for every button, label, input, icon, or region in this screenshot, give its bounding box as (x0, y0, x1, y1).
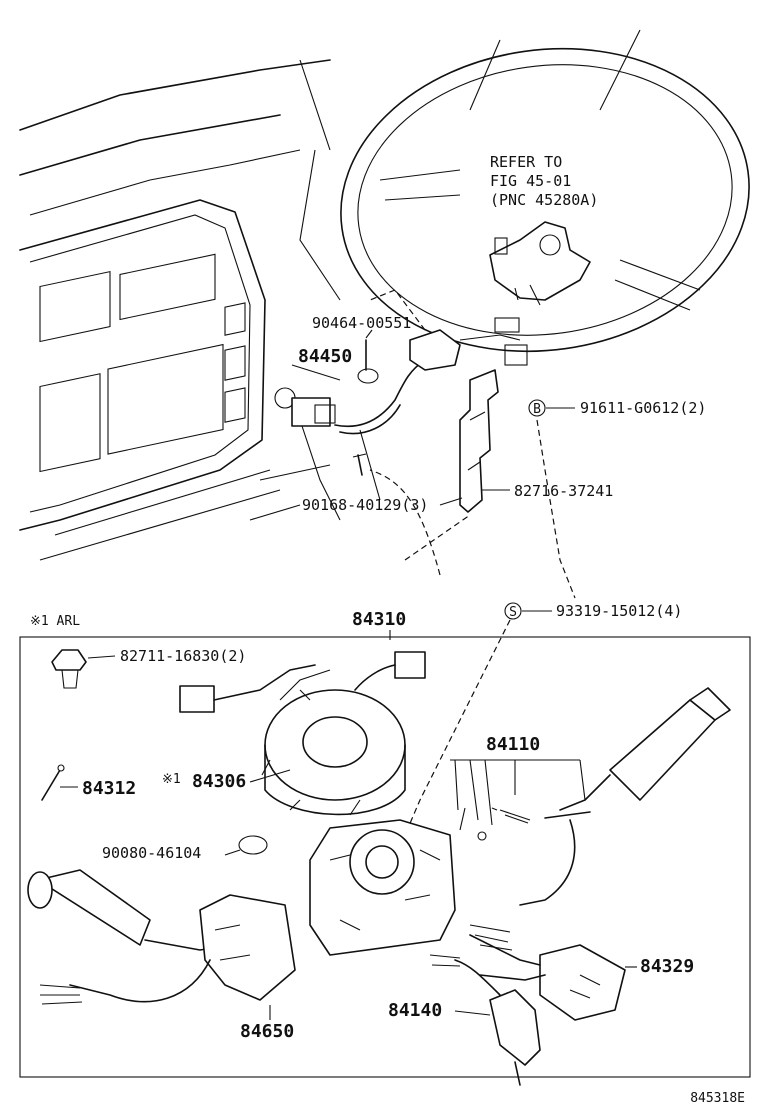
pin-84312-drawing (41, 764, 65, 801)
bolt-marker-s: S (504, 602, 522, 620)
dashboard-drawing (19, 59, 381, 561)
bracket-82716-drawing (459, 369, 499, 513)
label-84306-mark: ※1 (162, 772, 181, 787)
label-84329: 84329 (640, 956, 694, 977)
label-93319: 93319-15012(4) (556, 602, 682, 620)
switch-84140-drawing (429, 954, 541, 1086)
relay-84329-drawing (469, 924, 626, 1021)
label-84450: 84450 (298, 346, 352, 367)
label-84310: 84310 (352, 609, 406, 630)
label-90080: 90080-46104 (102, 844, 201, 862)
switch-body-drawing (309, 819, 456, 956)
clamp-90080-drawing (224, 835, 268, 856)
harness-84450-drawing (291, 317, 528, 435)
refer-line-3: (PNC 45280A) (490, 191, 598, 209)
label-82716: 82716-37241 (514, 482, 613, 500)
label-90464: 90464-00551 (312, 314, 411, 332)
label-84650: 84650 (240, 1021, 294, 1042)
dashed-lines-upper (369, 289, 576, 599)
figure-code: 845318E (690, 1091, 745, 1106)
label-82711: 82711-16830(2) (120, 647, 246, 665)
spiral-cable-84306-drawing (179, 651, 426, 816)
marker-b-text: B (533, 402, 541, 417)
label-90168: 90168-40129(3) (302, 496, 428, 514)
label-84306: 84306 (192, 771, 246, 792)
screw-90168-drawing (352, 453, 367, 476)
refer-line-1: REFER TO (490, 153, 562, 171)
refer-note: REFER TO FIG 45-01 (PNC 45280A) (490, 153, 598, 209)
steering-wheel-drawing (299, 29, 750, 353)
label-91611: 91611-G0612(2) (580, 399, 706, 417)
lever-84110-drawing (459, 687, 731, 906)
label-84312: 84312 (82, 778, 136, 799)
ignition-switch-drawing (489, 221, 591, 306)
label-84110: 84110 (486, 734, 540, 755)
assembly-box (19, 636, 751, 1078)
bolt-marker-b: B (528, 399, 546, 417)
refer-line-2: FIG 45-01 (490, 172, 571, 190)
clamp-90464-drawing (357, 339, 379, 384)
marker-s-text: S (509, 605, 517, 620)
label-84140: 84140 (388, 1000, 442, 1021)
leader-lines-upper (291, 329, 575, 506)
box-note: ※1 ARL (30, 614, 80, 629)
lever-84650-drawing (27, 869, 296, 1005)
clip-82711-drawing (51, 649, 87, 689)
